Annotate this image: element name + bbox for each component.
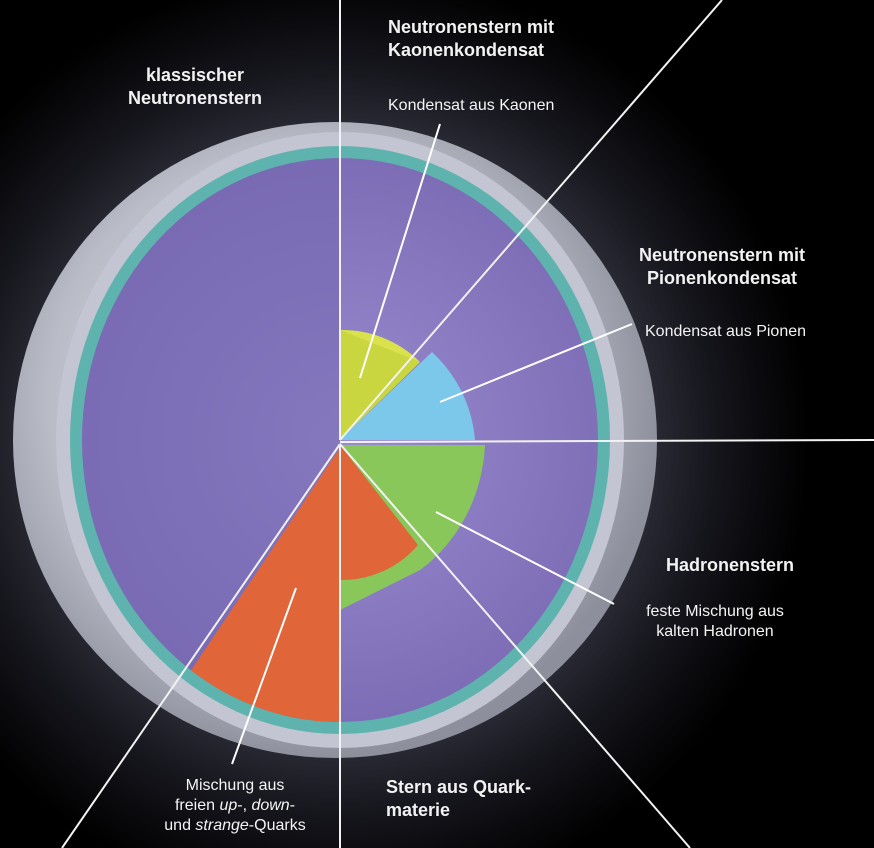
sector-lines <box>61 0 874 848</box>
hadron-note: feste Mischung aus kalten Hadronen <box>610 602 820 642</box>
kaon-note: Kondensat aus Kaonen <box>388 97 555 114</box>
quark-strange-term: strange <box>195 817 249 834</box>
callout-kaon <box>359 123 441 379</box>
classic-title-line-2: Neutronenstern <box>127 87 262 108</box>
hadron-star-title: Hadronenstern <box>665 555 795 575</box>
quark-note-text: - <box>289 797 296 814</box>
quark-note-line-2: freien up-, down- <box>140 796 330 816</box>
pion-condensate-region <box>340 352 475 440</box>
quark-note-text: -Quarks <box>248 817 306 834</box>
callout-pion <box>439 323 633 403</box>
sector-line-lower-left <box>61 443 341 848</box>
callout-hadron <box>435 511 615 605</box>
quark-note: Mischung aus freien up-, down- und stran… <box>140 776 330 836</box>
pion-note: Kondensat aus Pionen <box>645 323 807 340</box>
quark-star-title: Stern aus Quark- materie <box>386 776 616 821</box>
quark-up-term: up <box>219 797 238 814</box>
quark-matter-region <box>178 448 340 722</box>
quark-down-term: down <box>251 797 290 814</box>
pion-star-title: Neutronenstern mit Pionenkondensat <box>596 244 848 289</box>
pion-title-line-1: Neutronenstern mit <box>638 245 806 265</box>
hadron-note-line-2: kalten Hadronen <box>656 623 774 640</box>
quark-note-text: und <box>164 817 196 834</box>
sector-line-upper-right <box>339 0 723 441</box>
pion-title-line-2: Pionenkondensat <box>646 267 798 288</box>
quark-note-text: -, <box>237 797 252 814</box>
callout-quark <box>231 587 297 765</box>
quark-note-text: freien <box>174 797 220 814</box>
classic-title-line-1: klassischer <box>145 65 245 85</box>
kaon-star-title: Neutronenstern mit Kaonenkondensat <box>388 16 648 61</box>
kaon-condensate-shade <box>340 330 420 440</box>
quark-note-line-3: und strange-Quarks <box>140 816 330 836</box>
hadron-quark-core <box>340 445 418 581</box>
hadron-note-line-1: feste Mischung aus <box>646 603 784 620</box>
kaon-title-line-2: Kaonenkondensat <box>388 39 545 60</box>
classic-neutron-star-title: klassischer Neutronenstern <box>100 64 290 109</box>
quark-note-line-1: Mischung aus <box>185 777 285 794</box>
quark-title-line-1: Stern aus Quark- <box>386 777 532 797</box>
sector-line-lower-right <box>339 443 691 848</box>
sector-line-right <box>339 439 874 443</box>
quark-title-line-2: materie <box>386 799 451 820</box>
callout-lines <box>231 123 633 765</box>
kaon-title-line-1: Neutronenstern mit <box>388 17 555 37</box>
